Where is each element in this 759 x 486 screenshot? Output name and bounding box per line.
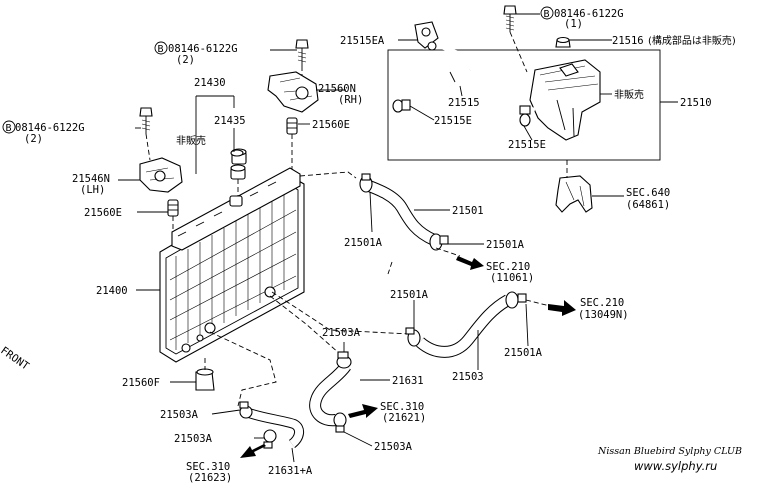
label-mount-rh: 21560N: [318, 83, 356, 95]
label-bolt-left-qty: (2): [24, 133, 43, 145]
label-front: FRONT: [0, 345, 32, 373]
arrow-sec210-b: [548, 300, 576, 316]
clamp-21503a-right: [333, 412, 347, 433]
label-sec640: SEC.640: [626, 187, 670, 199]
label-drain-group: 21430: [194, 77, 226, 89]
label-bolt-top-right: 08146-6122G: [554, 8, 624, 20]
lower-clamp-right: [505, 291, 527, 309]
label-bushing-upper-left: 21560E: [84, 207, 122, 219]
label-sec210-a-ref: (11061): [490, 272, 534, 284]
label-sec310-b: SEC.310: [186, 461, 230, 473]
hose-21631a: [244, 407, 304, 448]
label-lower-hose: 21503: [452, 371, 484, 383]
label-lower-clamp-top: 21501A: [390, 289, 429, 301]
label-sec310-b-ref: (21623): [188, 472, 232, 484]
hose-21631: [309, 362, 351, 427]
label-drain-plug: 21435: [214, 115, 246, 127]
label-sec210-b: SEC.210: [580, 297, 624, 309]
bolt-top-left: [295, 39, 309, 66]
clamp-21503a-left1: [239, 401, 253, 419]
label-radiator: 21400: [96, 285, 128, 297]
circle-b-marker-top-left: B: [154, 41, 168, 55]
label-hose-21631: 21631: [392, 375, 424, 387]
label-sec310-a: SEC.310: [380, 401, 424, 413]
label-bushing-upper-right: 21560E: [312, 119, 350, 131]
label-hose-21631a: 21631+A: [268, 465, 313, 477]
arrow-sec210-a: [456, 256, 484, 270]
bushing-lower: [195, 368, 215, 391]
label-not-sold-left: 非販売: [176, 134, 206, 147]
circle-b-text: B: [158, 44, 164, 55]
label-bolt-top-left-qty: (2): [176, 54, 195, 66]
label-reservoir-clip2: 21515E: [508, 139, 546, 151]
label-hose-bracket: 21515EA: [340, 35, 385, 47]
clip-21515e-right: [519, 105, 531, 127]
circle-b-marker-left: B: [2, 120, 16, 134]
upper-clamp-left: [359, 173, 373, 193]
credit-url: www.sylphy.ru: [634, 459, 717, 473]
label-cap-note: (構成部品は非販売): [648, 34, 736, 47]
mount-rh: [267, 71, 319, 113]
label-clamp-21503a-left1: 21503A: [160, 409, 199, 421]
label-upper-clamp-right: 21501A: [486, 239, 525, 251]
reservoir-tank: [529, 59, 601, 141]
label-not-sold-right: 非販売: [614, 88, 644, 101]
label-upper-clamp-left: 21501A: [344, 237, 383, 249]
label-bushing-lower: 21560F: [122, 377, 160, 389]
circle-b-marker-top-right: B: [540, 6, 554, 20]
bushing-upper-right: [286, 117, 298, 135]
credit-club: Nissan Bluebird Sylphy CLUB: [597, 446, 742, 457]
lower-hose: [416, 294, 512, 358]
leader-lines: [118, 13, 678, 463]
reservoir-hose: [401, 40, 536, 112]
reservoir-group-box: [387, 49, 661, 161]
label-clamp-21503a-top: 21503A: [322, 327, 361, 339]
label-sec210-b-ref: (13049N): [578, 309, 629, 321]
circle-b-text: B: [544, 9, 550, 20]
reservoir-cap: [555, 36, 571, 48]
label-mount-rh-side: (RH): [338, 94, 363, 106]
radiator-core: [159, 167, 305, 363]
label-bolt-left: 08146-6122G: [15, 122, 85, 134]
label-mount-lh-side: (LH): [80, 184, 105, 196]
arrow-sec310-b: [240, 444, 266, 458]
clamp-21503a-left2: [263, 429, 277, 449]
upper-clamp-right: [429, 233, 449, 251]
label-clamp-21503a-right: 21503A: [374, 441, 413, 453]
bolt-top-right: [503, 5, 517, 32]
upper-hose: [361, 178, 437, 246]
label-cap-part: 21516: [612, 35, 644, 47]
drain-plug: [230, 149, 244, 157]
label-sec310-a-ref: (21621): [382, 412, 426, 424]
label-upper-hose: 21501: [452, 205, 484, 217]
drain-plug-lower: [230, 164, 246, 180]
label-reservoir-hose: 21515: [448, 97, 480, 109]
circle-b-text: B: [6, 123, 12, 134]
bushing-upper-left: [167, 199, 179, 217]
label-clamp-21503a-left2: 21503A: [174, 433, 213, 445]
label-mount-lh: 21546N: [72, 173, 110, 185]
label-sec640-ref: (64861): [626, 199, 670, 211]
arrow-sec310-a: [348, 404, 378, 418]
label-lower-clamp-right: 21501A: [504, 347, 543, 359]
hose-bracket: [414, 21, 439, 51]
label-sec210-a: SEC.210: [486, 261, 530, 273]
lower-clamp-top: [405, 327, 421, 347]
label-bolt-top-right-qty: (1): [564, 18, 583, 30]
label-reservoir-clip: 21515E: [434, 115, 472, 127]
mount-lh: [139, 157, 183, 193]
clamp-21503a-top: [336, 351, 352, 369]
label-bolt-top-left: 08146-6122G: [168, 43, 238, 55]
bolt-left: [139, 107, 153, 134]
label-reservoir-assy: 21510: [680, 97, 712, 109]
clip-21515e-left: [392, 99, 411, 113]
sec640-bracket: [555, 175, 593, 213]
